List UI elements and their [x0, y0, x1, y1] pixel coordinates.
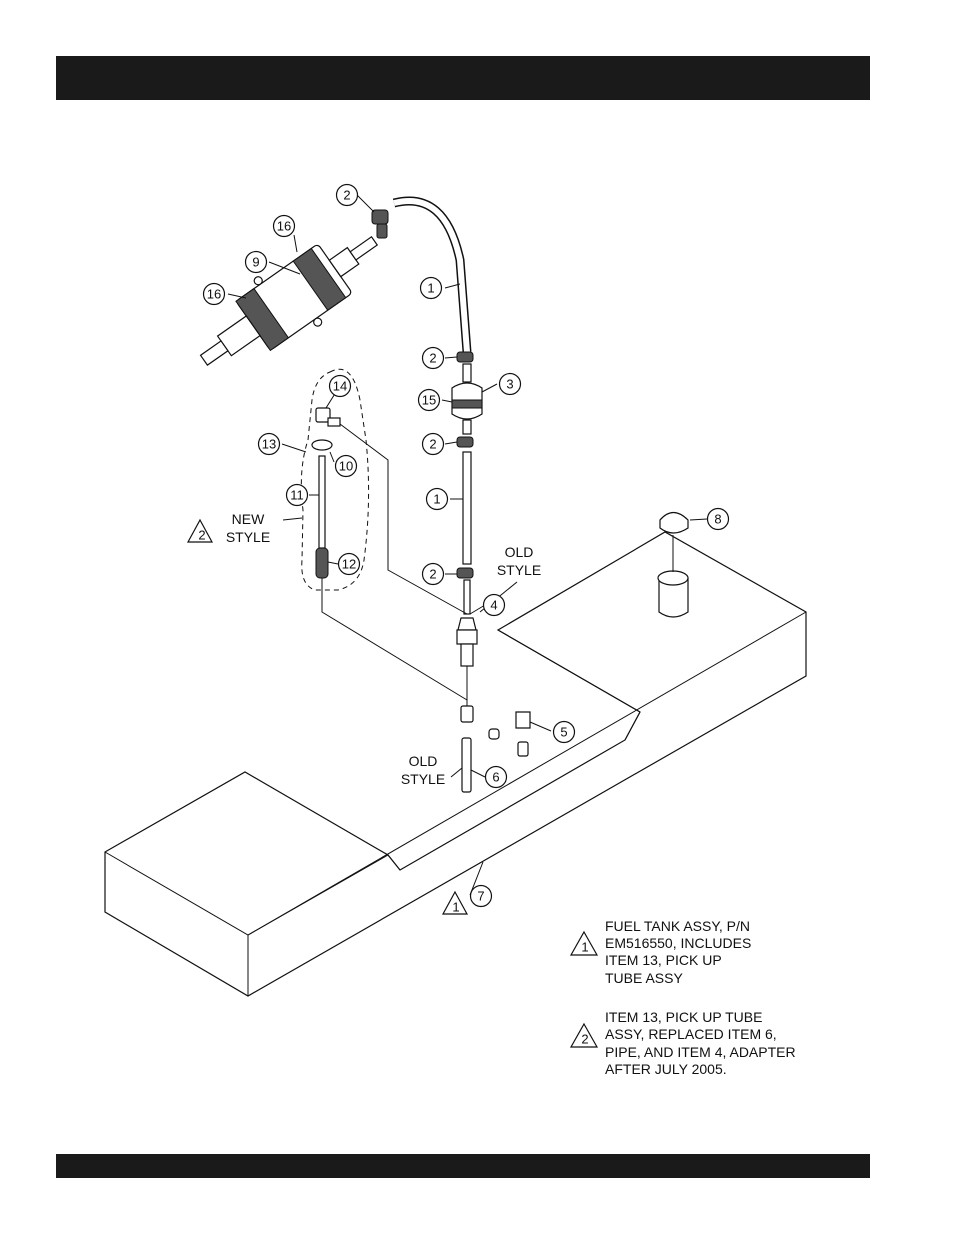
callout-8: 8: [708, 509, 729, 530]
callout-2-upper: 2: [337, 185, 358, 206]
old-style-label-adapter: OLD STYLE: [497, 544, 541, 578]
callout-15: 15: [419, 390, 440, 411]
pickup-tube: [319, 456, 325, 548]
callout-16-lower: 16: [204, 284, 225, 305]
callout-4: 4: [484, 595, 505, 616]
note-1: FUEL TANK ASSY, P/N EM516550, INCLUDES I…: [605, 918, 751, 986]
strainer: [316, 548, 328, 578]
svg-text:2: 2: [429, 437, 436, 452]
adapter: [457, 618, 477, 666]
callout-10: 10: [336, 456, 357, 477]
svg-text:2: 2: [343, 188, 350, 203]
svg-text:STYLE: STYLE: [497, 562, 541, 578]
grommet: [312, 440, 332, 450]
callout-2-d: 2: [423, 564, 444, 585]
svg-text:1: 1: [433, 492, 440, 507]
svg-text:2: 2: [581, 1032, 588, 1047]
note-2: ITEM 13, PICK UP TUBE ASSY, REPLACED ITE…: [605, 1009, 796, 1077]
svg-text:OLD: OLD: [505, 544, 534, 560]
flag-note-2: 2: [571, 1024, 597, 1047]
fuel-line-upper-inner: [394, 201, 467, 352]
callout-5: 5: [554, 722, 575, 743]
callout-1-lower: 1: [427, 489, 448, 510]
svg-text:FUEL TANK ASSY, P/N: FUEL TANK ASSY, P/N: [605, 918, 750, 934]
svg-text:7: 7: [477, 889, 484, 904]
clamp-b: [457, 352, 473, 362]
svg-text:11: 11: [290, 488, 304, 503]
new-style-label: NEW STYLE: [226, 511, 270, 545]
svg-text:14: 14: [333, 379, 347, 394]
svg-text:4: 4: [490, 598, 497, 613]
svg-text:1: 1: [427, 281, 434, 296]
svg-text:1: 1: [581, 940, 588, 955]
svg-text:15: 15: [422, 393, 436, 408]
clamp-upper: [372, 210, 388, 238]
svg-text:2: 2: [429, 567, 436, 582]
svg-text:1: 1: [452, 900, 459, 915]
svg-text:EM516550, INCLUDES: EM516550, INCLUDES: [605, 935, 751, 951]
callout-16-upper: 16: [274, 216, 295, 237]
svg-text:16: 16: [207, 287, 221, 302]
flag-tank: 1: [443, 892, 467, 915]
callout-14: 14: [330, 376, 351, 397]
elbow-fitting: [316, 408, 340, 426]
svg-text:STYLE: STYLE: [226, 529, 270, 545]
callout-6: 6: [486, 767, 507, 788]
callout-9: 9: [246, 252, 267, 273]
svg-text:13: 13: [262, 437, 276, 452]
fuel-line-short: [464, 580, 470, 614]
callout-11: 11: [287, 485, 308, 506]
callout-2-c: 2: [423, 434, 444, 455]
callout-12: 12: [339, 554, 360, 575]
svg-text:3: 3: [506, 377, 513, 392]
plug: [516, 712, 530, 756]
flag-note-1: 1: [571, 932, 597, 955]
callout-1-upper: 1: [421, 278, 442, 299]
small-fitting: [489, 729, 499, 739]
old-style-label-pipe: OLD STYLE: [401, 753, 445, 787]
flag-new-style: 2: [188, 520, 212, 543]
svg-text:STYLE: STYLE: [401, 771, 445, 787]
fuel-line-lower: [463, 452, 471, 564]
svg-text:ASSY, REPLACED ITEM 6,: ASSY, REPLACED ITEM 6,: [605, 1026, 777, 1042]
svg-text:NEW: NEW: [232, 511, 265, 527]
pickup-tube-boundary: [301, 369, 368, 590]
svg-text:9: 9: [252, 255, 259, 270]
tank-fitting: [461, 706, 473, 722]
callout-2-b: 2: [423, 348, 444, 369]
callout-7: 7: [471, 886, 492, 907]
pipe-old-style: [462, 738, 471, 792]
callout-3: 3: [500, 374, 521, 395]
svg-text:TUBE ASSY: TUBE ASSY: [605, 970, 683, 986]
fuel-filter: [452, 364, 482, 434]
svg-text:ITEM 13, PICK UP: ITEM 13, PICK UP: [605, 952, 722, 968]
callout-13: 13: [259, 434, 280, 455]
clamp-d: [457, 568, 473, 578]
svg-text:ITEM 13, PICK UP TUBE: ITEM 13, PICK UP TUBE: [605, 1009, 762, 1025]
svg-text:6: 6: [492, 770, 499, 785]
svg-text:2: 2: [429, 351, 436, 366]
svg-text:PIPE, AND ITEM 4, ADAPTER: PIPE, AND ITEM 4, ADAPTER: [605, 1044, 796, 1060]
svg-text:12: 12: [342, 557, 356, 572]
svg-text:5: 5: [560, 725, 567, 740]
svg-text:16: 16: [277, 219, 291, 234]
svg-text:8: 8: [714, 512, 721, 527]
svg-text:OLD: OLD: [409, 753, 438, 769]
svg-text:10: 10: [339, 459, 353, 474]
svg-text:2: 2: [198, 528, 205, 543]
svg-text:AFTER JULY 2005.: AFTER JULY 2005.: [605, 1061, 727, 1077]
clamp-c: [457, 437, 473, 447]
fuel-line-upper: [394, 201, 467, 352]
